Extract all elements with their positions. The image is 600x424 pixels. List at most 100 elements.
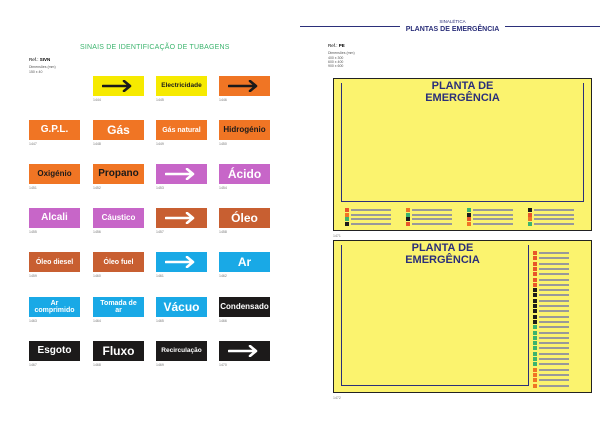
legend-text-line	[539, 283, 569, 286]
legend-symbol	[533, 298, 537, 303]
sign-code: 1450	[219, 142, 227, 146]
sign-label: Tomada de ar	[100, 300, 137, 314]
arrow-right-icon	[164, 212, 194, 224]
sign-code: 1468	[93, 363, 101, 367]
sign-code: 1454	[219, 186, 227, 190]
sign-code: 1458	[219, 230, 227, 234]
emergency-plan-landscape: PLANTA DE EMERGÊNCIA	[333, 78, 592, 231]
plan-code: 1471	[333, 234, 341, 238]
legend-text-line	[539, 310, 569, 313]
legend-text-line	[534, 218, 574, 220]
sign-label: Hidrogénio	[223, 125, 266, 134]
dims-label: Dimensões (mm)	[328, 51, 355, 55]
pipe-sign	[156, 164, 207, 184]
legend-text-line	[412, 218, 452, 220]
legend-symbol	[467, 212, 471, 217]
legend-symbol	[533, 367, 537, 372]
sign-code: 1448	[93, 142, 101, 146]
sign-code: 1461	[156, 274, 164, 278]
legend-symbol	[533, 314, 537, 319]
sign-label: Óleo fuel	[103, 258, 134, 266]
legend-text-line	[539, 358, 569, 360]
legend-text-line	[539, 363, 569, 366]
pipe-sign: Ar	[219, 252, 270, 272]
pipe-sign: Óleo fuel	[93, 252, 144, 272]
sign-code: 1470	[219, 363, 227, 367]
legend-text-line	[539, 315, 569, 318]
sign-label: Gás natural	[162, 126, 201, 134]
plan-title: PLANTA DE EMERGÊNCIA	[374, 242, 511, 266]
arrow-right-icon	[164, 168, 194, 180]
dims-value: 400 x 300	[328, 56, 344, 60]
legend-symbol	[533, 261, 537, 266]
legend-symbol	[533, 383, 537, 388]
legend-text-line	[539, 289, 569, 292]
sign-label: Ar comprimido	[34, 300, 75, 314]
ref-value: PE	[338, 43, 345, 48]
plan-code: 1472	[333, 396, 341, 400]
header-rule-right	[505, 26, 600, 27]
sign-code: 1444	[93, 98, 101, 102]
legend-text-line	[539, 267, 569, 270]
plan-legend	[531, 245, 585, 388]
pipe-sign: Electricidade	[156, 76, 207, 96]
plan-title: PLANTA DE EMERGÊNCIA	[394, 80, 531, 104]
pipe-sign	[156, 208, 207, 228]
sign-code: 1446	[219, 98, 227, 102]
sign-code: 1466	[219, 319, 227, 323]
legend-text-line	[539, 384, 569, 387]
legend-symbol	[528, 208, 532, 212]
sign-code: 1456	[93, 230, 101, 234]
category-label: SINALÉTICA	[439, 19, 466, 24]
legend-text-line	[473, 222, 513, 225]
sign-code: 1463	[29, 319, 37, 323]
legend-text-line	[539, 352, 569, 355]
sign-code: 1445	[156, 98, 164, 102]
sign-code: 1451	[29, 186, 37, 190]
legend-text-line	[539, 294, 569, 297]
pipe-sign: G.P.L.	[29, 120, 80, 140]
legend-symbol	[533, 272, 537, 277]
legend-symbol	[345, 212, 349, 217]
plan-frame	[341, 245, 529, 386]
pipe-sign: Oxigénio	[29, 164, 80, 184]
sign-code: 1465	[156, 319, 164, 323]
sign-code: 1467	[29, 363, 37, 367]
ref-value: SIVN	[39, 57, 51, 62]
legend-symbol	[345, 217, 349, 221]
sign-label: G.P.L.	[40, 124, 69, 135]
legend-text-line	[539, 299, 569, 302]
sign-code: 1453	[156, 186, 164, 190]
legend-text-line	[351, 218, 391, 220]
pipe-sign: Gás	[93, 120, 144, 140]
sign-label: Esgoto	[37, 345, 72, 356]
sign-code: 1455	[29, 230, 37, 234]
sign-label: Vácuo	[163, 300, 200, 314]
legend-symbol	[528, 221, 532, 226]
legend-symbol	[467, 221, 471, 226]
legend-symbol	[467, 208, 471, 212]
sign-label: Oxigénio	[37, 169, 72, 178]
legend-text-line	[351, 222, 391, 225]
legend-text-line	[473, 218, 513, 220]
sign-label: Condensado	[220, 302, 269, 311]
pipe-sign: Condensado	[219, 297, 270, 317]
pipe-sign	[219, 341, 270, 361]
dims-value: 600 x 400	[328, 60, 344, 64]
legend-symbol	[467, 217, 471, 221]
dims-label: Dimensões (mm)	[29, 65, 56, 69]
legend-text-line	[473, 209, 513, 211]
pipe-sign	[93, 76, 144, 96]
legend-symbol	[533, 351, 537, 356]
legend-text-line	[539, 252, 569, 254]
pipe-sign: Recirculação	[156, 341, 207, 361]
legend-text-line	[534, 222, 574, 225]
legend-text-line	[351, 209, 391, 211]
pipe-sign: Alcali	[29, 208, 80, 228]
sign-label: Ácido	[227, 167, 262, 181]
sign-code: 1464	[93, 319, 101, 323]
legend-text-line	[539, 373, 569, 376]
legend-symbol	[533, 293, 537, 298]
pipe-sign: Vácuo	[156, 297, 207, 317]
legend-symbol	[533, 330, 537, 335]
